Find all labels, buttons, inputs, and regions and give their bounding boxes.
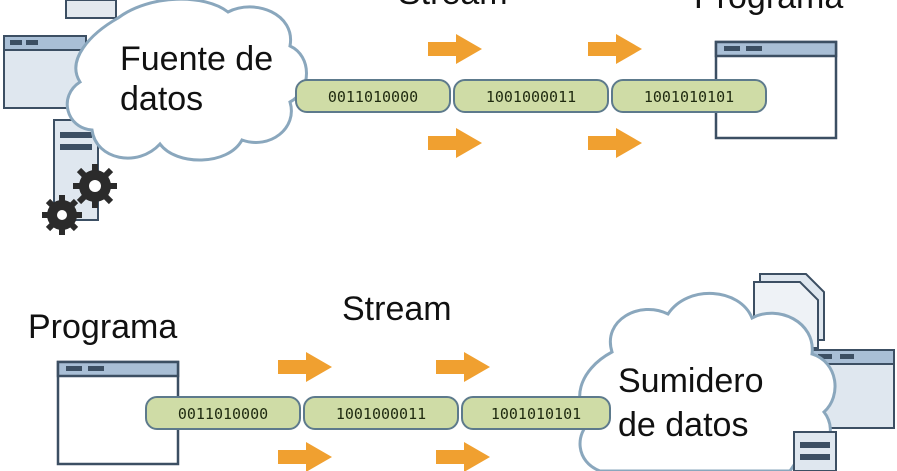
bottom-bit-chunk: 1001010101 <box>461 396 611 430</box>
document-stack-icon <box>65 0 117 19</box>
source-label-line2: datos <box>120 80 203 118</box>
bottom-bit-chunk: 0011010000 <box>145 396 301 430</box>
bit-chunk-text: 1001000011 <box>486 88 576 106</box>
sink-label-line1: Sumidero <box>618 362 764 400</box>
bit-chunk-text: 0011010000 <box>178 405 268 423</box>
top-bit-chunk: 1001010101 <box>611 79 767 113</box>
gear-icon <box>73 164 117 208</box>
arrow-right-icon <box>278 352 332 382</box>
sink-label-line2: de datos <box>618 406 748 444</box>
top-program-label: Programa <box>694 0 843 16</box>
arrow-right-icon <box>436 352 490 382</box>
arrow-right-icon <box>588 128 642 158</box>
bit-chunk-text: 1001000011 <box>336 405 426 423</box>
bit-chunk-text: 0011010000 <box>328 88 418 106</box>
bit-chunk-text: 1001010101 <box>491 405 581 423</box>
top-bit-chunk: 0011010000 <box>295 79 451 113</box>
monitor-icon <box>3 35 87 109</box>
arrow-right-icon <box>428 128 482 158</box>
bottom-stream-label: Stream <box>342 290 452 328</box>
source-label-line1: Fuente de <box>120 40 273 78</box>
top-bit-chunk: 1001000011 <box>453 79 609 113</box>
bit-chunk-text: 1001010101 <box>644 88 734 106</box>
top-stream-label: Stream <box>398 0 508 12</box>
arrow-right-icon <box>436 442 490 471</box>
arrow-right-icon <box>278 442 332 471</box>
arrow-right-icon <box>588 34 642 64</box>
bottom-sink-group: Sumidero de datos <box>578 273 895 471</box>
computer-tower-icon <box>793 431 837 471</box>
bottom-program-label: Programa <box>28 308 177 346</box>
gear-icon <box>42 195 82 235</box>
arrow-right-icon <box>428 34 482 64</box>
top-source-group: Fuente de datos <box>3 0 308 235</box>
bottom-bit-chunk: 1001000011 <box>303 396 459 430</box>
cloud-icon <box>65 0 308 162</box>
